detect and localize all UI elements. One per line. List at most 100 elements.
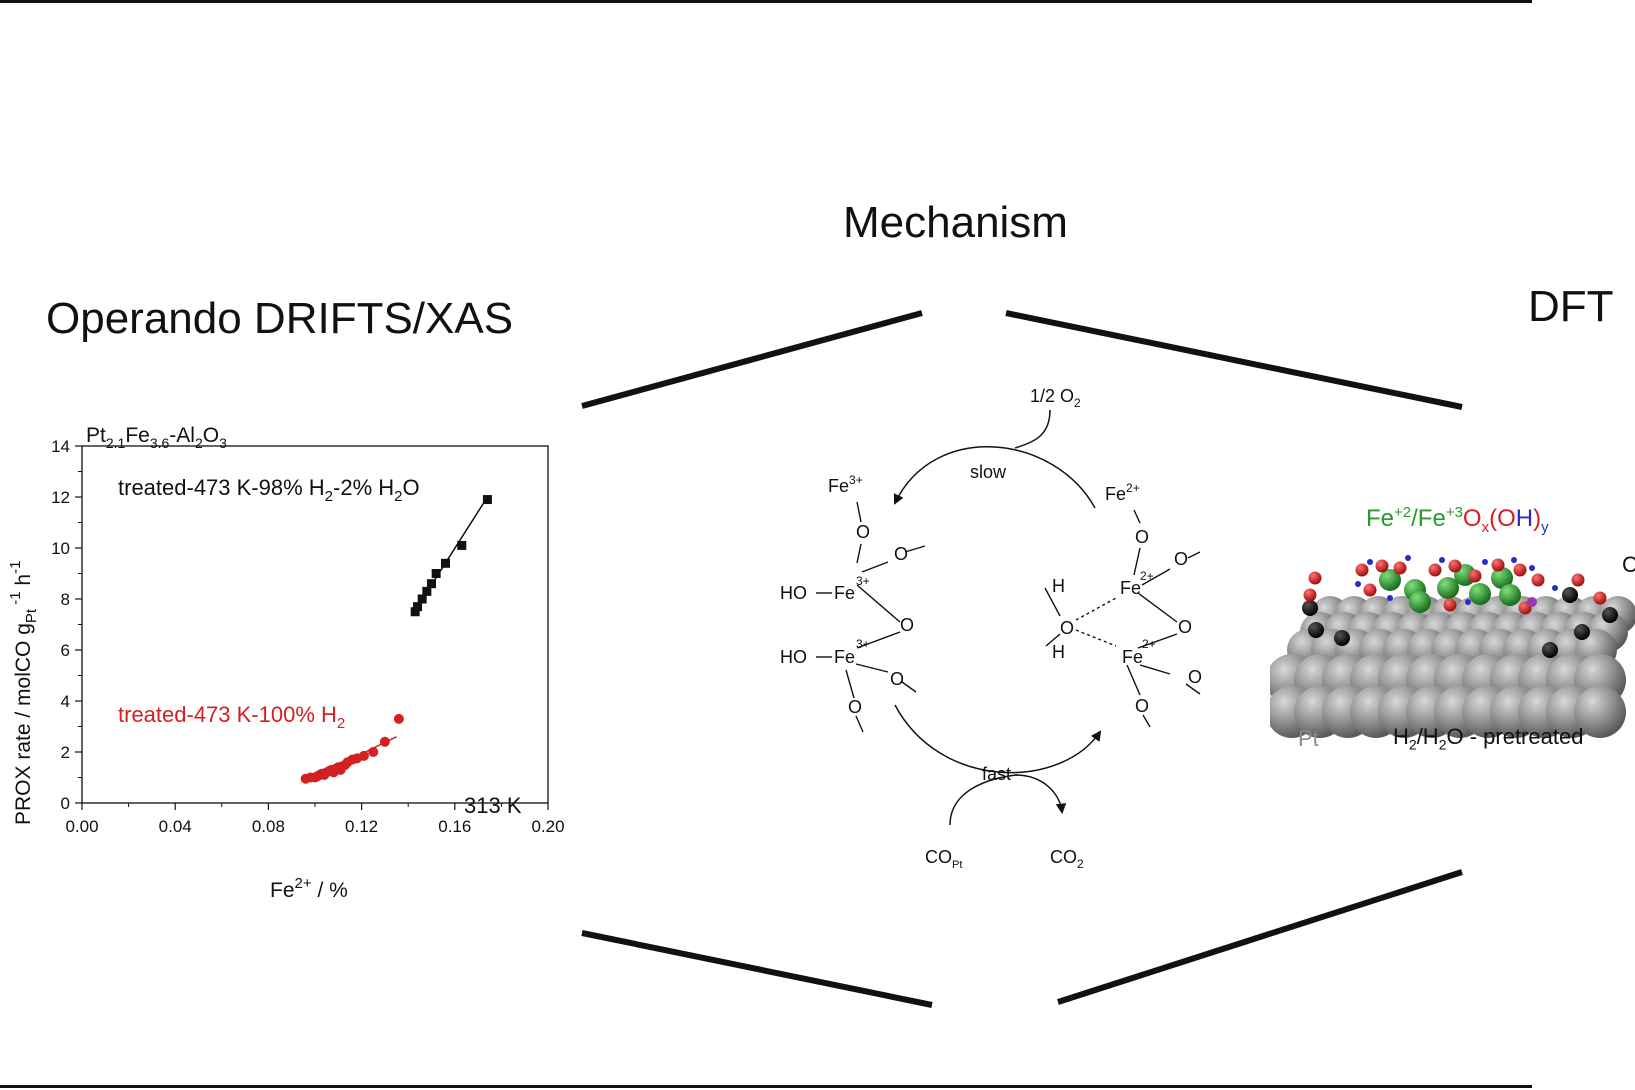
- h-atom: H: [1052, 642, 1065, 662]
- fe-charge: 3+: [856, 574, 870, 588]
- fast-arrow: [894, 704, 1102, 774]
- o-atom: O: [890, 669, 904, 689]
- frame-line-top-left: [581, 310, 923, 409]
- data-point: [393, 713, 404, 724]
- co2-label: CO2: [1050, 847, 1084, 871]
- data-point: [482, 495, 492, 505]
- data-point: [368, 747, 379, 757]
- fe-charge: 2+: [1140, 569, 1154, 583]
- fe2-top-label: Fe2+: [1105, 481, 1140, 504]
- o-atom: O: [1060, 618, 1074, 638]
- chart-annotation: 313 K: [464, 793, 522, 818]
- y-tick-label: 12: [51, 488, 70, 507]
- bottom-rule: [0, 1085, 1532, 1088]
- x-axis-label: Fe2+ / %: [270, 875, 348, 902]
- x-tick-label: 0.12: [345, 817, 378, 836]
- chart-title: Pt2.1Fe3.6-Al2O3: [86, 424, 227, 451]
- fe-atom: Fe: [834, 583, 855, 603]
- y-axis-label: PROX rate / molCO gPt -1 h-1: [7, 561, 40, 825]
- frame-line-bottom-right: [1057, 869, 1463, 1005]
- pretreatment-label: H2/H2O - pretreated: [1393, 724, 1584, 753]
- c-atom: [1602, 607, 1618, 623]
- frame-line-bottom-left: [581, 930, 933, 1008]
- c-atom: [1542, 642, 1558, 658]
- h-atom: [1511, 557, 1517, 563]
- o-atom: O: [1178, 617, 1192, 637]
- h-atom: [1387, 595, 1393, 601]
- x-tick-label: 0.00: [65, 817, 98, 836]
- h-atom: [1465, 599, 1471, 605]
- series-label-black: treated-473 K-98% H2-2% H2O: [118, 475, 420, 505]
- y-tick-label: 14: [51, 437, 70, 456]
- fe3-complex: [816, 501, 926, 733]
- o-atom: O: [1135, 527, 1149, 547]
- o-atom: [1443, 598, 1457, 612]
- pt-slab-model: [1270, 555, 1635, 738]
- ho-group: HO: [780, 647, 807, 667]
- data-point: [431, 569, 441, 578]
- mechanism-diagram: 1/2 O2 slow fast COPt CO2 Fe3+ O: [780, 386, 1202, 871]
- fe-atom: [1469, 583, 1491, 605]
- ho-group: HO: [780, 583, 807, 603]
- h-atom: [1439, 557, 1445, 563]
- prox-rate-chart: Pt2.1Fe3.6-Al2O3 0.00 0.04 0.08 0.12 0.16 0.2…: [7, 424, 565, 902]
- top-rule: [0, 0, 1532, 3]
- dft-edge-label: C: [1622, 552, 1635, 577]
- dft-species-label: Fe+2/Fe+3Ox(OH)y: [1366, 504, 1549, 536]
- frame-line-top-right: [1005, 310, 1463, 410]
- fast-label: fast: [982, 764, 1011, 784]
- o-atom: O: [848, 697, 862, 717]
- fe2-complex: [1044, 509, 1201, 728]
- y-tick-label: 6: [61, 641, 70, 660]
- c-atom: [1334, 630, 1350, 646]
- fe-charge: 3+: [856, 637, 870, 651]
- o-atom: O: [894, 544, 908, 564]
- h-atom: [1405, 555, 1411, 561]
- y-tick-label: 8: [61, 590, 70, 609]
- data-point: [422, 586, 432, 596]
- data-point: [358, 750, 369, 761]
- o-atom: [1355, 563, 1369, 577]
- dft-panel: Fe+2/Fe+3Ox(OH)y Pt H2/H2O - pretreated …: [1270, 490, 1635, 770]
- x-tick-label: 0.16: [438, 817, 471, 836]
- c-atom: [1308, 622, 1324, 638]
- o-atom: O: [856, 522, 870, 542]
- x-tick-label: 0.20: [531, 817, 564, 836]
- o-atom: [1303, 588, 1317, 602]
- y-tick-label: 0: [61, 794, 70, 813]
- o-atom: [1491, 558, 1505, 572]
- o-atom: [1513, 563, 1527, 577]
- data-point: [413, 602, 423, 612]
- c-atom: [1574, 624, 1590, 640]
- fe-atom: [1499, 584, 1521, 606]
- o-atom: O: [1174, 549, 1188, 569]
- o2-inflow: [1014, 409, 1051, 449]
- data-point: [427, 579, 436, 589]
- fe-charge: 2+: [1142, 637, 1156, 651]
- data-point: [417, 594, 427, 604]
- fe3-top-label: Fe3+: [828, 473, 863, 496]
- slow-arrow: [893, 446, 1096, 509]
- co-pt-label: COPt: [925, 847, 962, 871]
- co-inflow: [949, 774, 1019, 826]
- fe-atom: Fe: [834, 647, 855, 667]
- o-atom: O: [1188, 667, 1202, 687]
- o-atom: [1308, 571, 1322, 585]
- pt-label: Pt: [1298, 726, 1319, 751]
- heading-mechanism: Mechanism: [843, 198, 1068, 247]
- heading-operando: Operando DRIFTS/XAS: [46, 294, 514, 343]
- x-tick-label: 0.04: [159, 817, 192, 836]
- o-atom: [1571, 573, 1585, 587]
- o-atom: O: [900, 615, 914, 635]
- slow-label: slow: [970, 462, 1007, 482]
- o-atom: [1593, 591, 1607, 605]
- fe-atom: Fe: [1120, 578, 1141, 598]
- h-atom: [1355, 581, 1361, 587]
- heading-dft: DFT: [1528, 282, 1614, 331]
- o-atom: [1428, 563, 1442, 577]
- x-tick-label: 0.08: [252, 817, 285, 836]
- c-atom: [1302, 600, 1318, 616]
- o-atom: [1393, 561, 1407, 575]
- data-point: [379, 736, 390, 747]
